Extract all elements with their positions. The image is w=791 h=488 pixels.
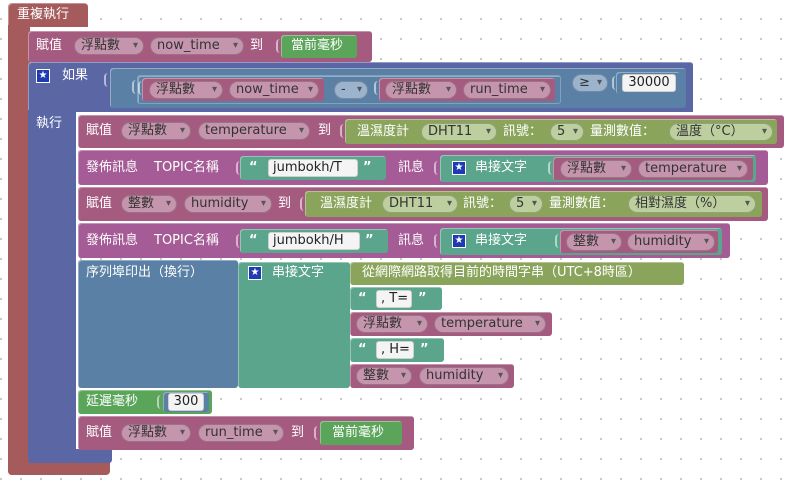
assign-label-hum: 賦值 (86, 196, 113, 211)
variable-dropdown-run-time-2[interactable]: run_time (198, 424, 284, 442)
join-label-hum: 串接文字 (475, 233, 528, 248)
measure-dropdown-temp[interactable]: 溫度（°C） (669, 123, 773, 141)
internet-time-label: 從網際網路取得目前的時間字串（UTC+8時區） (362, 265, 641, 280)
sensor-label-hum: 溫濕度計 (320, 196, 373, 211)
do-label: 執行 (36, 116, 63, 131)
measure-label-hum: 量測數值： (549, 196, 615, 211)
to-label-hum: 到 (278, 196, 292, 211)
variable-dropdown-serial-temperature[interactable]: temperature (434, 315, 546, 333)
cast-dropdown-2[interactable]: 浮點數 (385, 81, 457, 99)
cast-dropdown-serial-hum[interactable]: 整數 (356, 367, 412, 385)
variable-dropdown-now-time-2[interactable]: now_time (229, 81, 319, 99)
if-block-bottom (28, 449, 112, 463)
current-millis-block[interactable] (281, 35, 357, 58)
if-mutator-gear-icon[interactable]: ★ (36, 69, 50, 83)
join-mutator-gear-icon-2[interactable]: ★ (452, 234, 466, 248)
type-dropdown[interactable]: 浮點數 (74, 37, 144, 55)
serial-println-label: 序列埠印出（換行） (86, 265, 204, 280)
current-millis-label: 當前毫秒 (291, 38, 344, 53)
to-label-temp: 到 (318, 123, 332, 138)
repeat-forever-body-bar (8, 25, 30, 475)
sensor-model-dropdown-temp[interactable]: DHT11 (421, 123, 497, 141)
topic-label-hum: TOPIC名稱 (154, 233, 219, 248)
pin-dropdown-temp[interactable]: 5 (550, 123, 584, 141)
to-label-run: 到 (291, 425, 305, 440)
type-dropdown-run[interactable]: 浮點數 (121, 424, 191, 442)
variable-dropdown-humidity[interactable]: humidity (184, 195, 272, 213)
publish-label-hum: 發佈訊息 (86, 233, 139, 248)
pin-dropdown-hum[interactable]: 5 (509, 195, 543, 213)
cast-dropdown-temp[interactable]: 浮點數 (560, 160, 632, 178)
open-quote-icon-4: “ (358, 342, 367, 357)
variable-dropdown-humidity-2[interactable]: humidity (627, 233, 715, 251)
cast-dropdown-serial-temp[interactable]: 浮點數 (356, 315, 428, 333)
message-label-temp: 訊息 (398, 160, 425, 175)
serial-text-join-block[interactable] (238, 262, 350, 388)
sensor-label-temp: 溫濕度計 (357, 124, 410, 139)
pin-label-temp: 訊號： (503, 124, 543, 139)
cast-dropdown-hum[interactable]: 整數 (566, 233, 622, 251)
variable-dropdown-run-time[interactable]: run_time (463, 81, 551, 99)
join-mutator-gear-icon-3[interactable]: ★ (248, 266, 262, 280)
operator-dropdown[interactable]: - (334, 81, 368, 99)
close-quote-icon-2: ” (365, 233, 374, 248)
serial-println-block[interactable] (78, 260, 238, 388)
topic-label-temp: TOPIC名稱 (154, 160, 219, 175)
type-dropdown-temp[interactable]: 浮點數 (121, 122, 191, 140)
publish-label-temp: 發佈訊息 (86, 160, 139, 175)
close-quote-icon-3: ” (418, 291, 427, 306)
variable-dropdown-now-time[interactable]: now_time (150, 37, 244, 55)
topic-input-hum[interactable]: jumbokh/H (268, 232, 360, 250)
measure-label-temp: 量測數值： (590, 124, 656, 139)
type-dropdown-hum[interactable]: 整數 (121, 195, 177, 213)
variable-dropdown-temperature[interactable]: temperature (198, 122, 310, 140)
message-label-hum: 訊息 (398, 233, 425, 248)
assign-label-run: 賦值 (86, 425, 113, 440)
variable-dropdown-temperature-2[interactable]: temperature (638, 160, 748, 178)
open-quote-icon-2: “ (249, 233, 258, 248)
close-quote-icon-4: ” (420, 342, 429, 357)
compare-operator-dropdown[interactable]: ≥ (572, 74, 608, 92)
to-label: 到 (250, 38, 264, 53)
delay-ms-input[interactable]: 300 (168, 393, 204, 411)
sensor-model-dropdown-hum[interactable]: DHT11 (382, 195, 458, 213)
serial-join-label: 串接文字 (272, 265, 325, 280)
current-millis-label-2: 當前毫秒 (332, 425, 385, 440)
if-label: 如果 (62, 68, 89, 83)
assign-label: 賦值 (36, 38, 63, 53)
open-quote-icon-3: “ (358, 291, 367, 306)
open-quote-icon: “ (249, 160, 258, 175)
measure-dropdown-hum[interactable]: 相對濕度（%） (628, 195, 756, 213)
variable-dropdown-serial-humidity[interactable]: humidity (419, 367, 509, 385)
text-t-input[interactable]: , T= (376, 290, 412, 308)
number-input-30000[interactable]: 30000 (622, 74, 676, 92)
topic-input-temp[interactable]: jumbokh/T (268, 159, 358, 177)
assign-label-temp: 賦值 (86, 123, 113, 138)
join-mutator-gear-icon[interactable]: ★ (452, 161, 466, 175)
pin-label-hum: 訊號： (463, 196, 503, 211)
close-quote-icon: ” (363, 160, 372, 175)
join-label-temp: 串接文字 (475, 160, 528, 175)
repeat-forever-block[interactable] (8, 3, 88, 27)
text-h-input[interactable]: , H= (376, 341, 414, 359)
if-block-body-bar (28, 110, 76, 458)
current-millis-block-2[interactable] (320, 421, 402, 445)
internet-time-block[interactable] (350, 262, 684, 285)
cast-dropdown-1[interactable]: 浮點數 (149, 81, 223, 99)
delay-ms-label: 延遲毫秒 (86, 394, 139, 409)
repeat-forever-label: 重複執行 (17, 7, 70, 22)
